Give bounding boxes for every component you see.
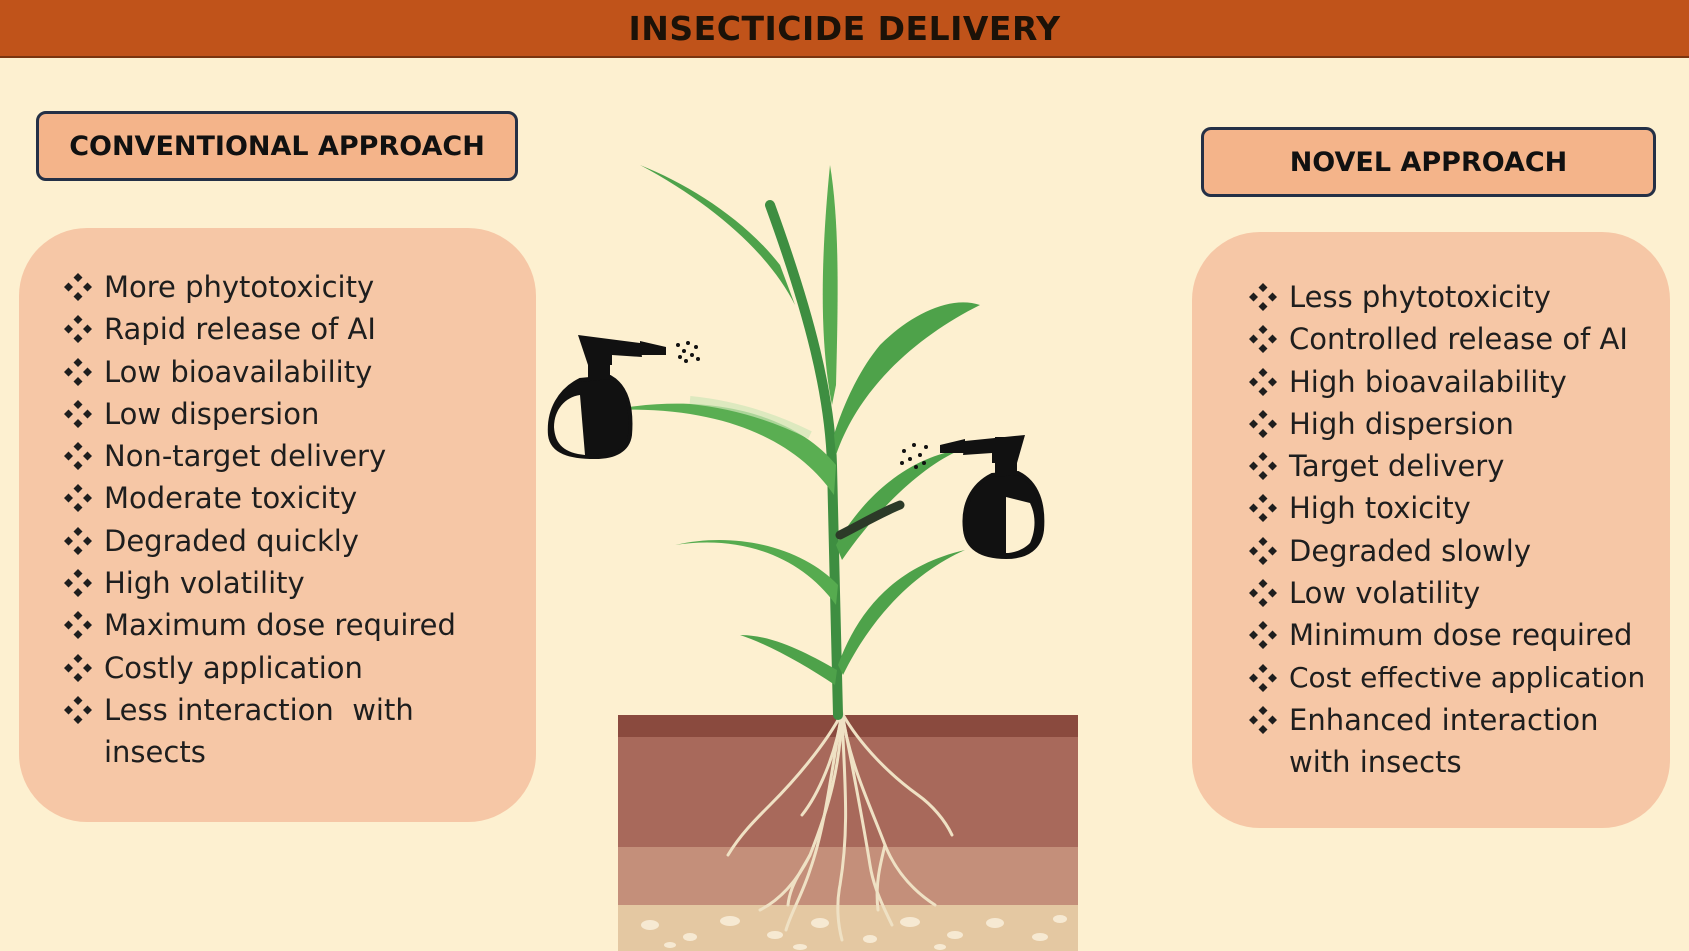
list-item-text: Non-target delivery (104, 439, 387, 474)
list-item-text: Costly application (104, 650, 363, 685)
list-item: Costly application (63, 647, 506, 689)
list-item-text: Low volatility (1289, 576, 1481, 611)
plant-leaves (610, 165, 980, 685)
four-diamond-bullet-icon (64, 569, 92, 598)
list-item: Enhanced interaction with insects (1248, 699, 1660, 784)
four-diamond-bullet-icon (1249, 367, 1277, 396)
four-diamond-bullet-icon (1249, 621, 1277, 650)
list-item-text: Minimum dose required (1289, 618, 1633, 653)
list-item: High toxicity (1248, 487, 1660, 529)
list-item-text: Degraded quickly (104, 523, 359, 558)
leaf (836, 450, 960, 560)
list-item-text: High dispersion (1289, 406, 1514, 441)
soil-layer-top (618, 715, 1078, 737)
list-item-text: Controlled release of AI (1289, 322, 1628, 357)
spray-bottle-right-icon (900, 435, 1045, 560)
four-diamond-bullet-icon (1249, 579, 1277, 608)
list-item-text: Maximum dose required (104, 608, 456, 643)
list-item-text: Less interaction with insects (104, 692, 423, 770)
four-diamond-bullet-icon (1249, 409, 1277, 438)
four-diamond-bullet-icon (64, 653, 92, 682)
four-diamond-bullet-icon (64, 399, 92, 428)
leaf (740, 635, 837, 685)
leaf (834, 302, 980, 455)
conventional-approach-header: CONVENTIONAL APPROACH (36, 111, 518, 181)
four-diamond-bullet-icon (1249, 494, 1277, 523)
plant-illustration (547, 165, 1078, 951)
list-item: Less phytotoxicity (1248, 276, 1660, 318)
four-diamond-bullet-icon (64, 526, 92, 555)
four-diamond-bullet-icon (64, 273, 92, 301)
soil-layer-upper (618, 737, 1078, 847)
soil-layers (618, 715, 1078, 951)
leaf (675, 539, 838, 605)
list-item-text: Degraded slowly (1289, 533, 1531, 568)
four-diamond-bullet-icon (1249, 705, 1277, 734)
conventional-list: More phytotoxicity Rapid release of AI L… (63, 266, 506, 774)
leaf (640, 165, 795, 305)
list-item-text: High bioavailability (1289, 364, 1567, 399)
list-item: Non-target delivery (63, 435, 506, 477)
four-diamond-bullet-icon (64, 695, 92, 724)
soil-layer-bottom (618, 905, 1078, 951)
soil-pebbles (641, 915, 1067, 950)
leaf (610, 403, 836, 495)
four-diamond-bullet-icon (1249, 452, 1277, 481)
list-item-text: High toxicity (1289, 491, 1471, 526)
list-item-text: Moderate toxicity (104, 481, 358, 516)
list-item: Low bioavailability (63, 351, 506, 393)
list-item: High volatility (63, 562, 506, 604)
four-diamond-bullet-icon (64, 611, 92, 640)
insect (835, 500, 905, 540)
spray-bottle-left-icon (547, 335, 700, 460)
four-diamond-bullet-icon (64, 442, 92, 471)
list-item: Controlled release of AI (1248, 318, 1660, 360)
list-item: Low dispersion (63, 393, 506, 435)
list-item: Rapid release of AI (63, 308, 506, 350)
list-item-text: Low dispersion (104, 396, 320, 431)
four-diamond-bullet-icon (64, 484, 92, 513)
novel-list: Less phytotoxicity Controlled release of… (1248, 276, 1660, 784)
four-diamond-bullet-icon (1249, 663, 1277, 692)
four-diamond-bullet-icon (1249, 283, 1277, 311)
list-item: More phytotoxicity (63, 266, 506, 308)
list-item-text: Low bioavailability (104, 354, 373, 389)
list-item: Target delivery (1248, 445, 1660, 487)
novel-approach-label: NOVEL APPROACH (1289, 146, 1568, 178)
list-item: Degraded slowly (1248, 530, 1660, 572)
list-item-text: High volatility (104, 566, 305, 601)
list-item: Maximum dose required (63, 604, 506, 646)
leaf (822, 165, 838, 405)
list-item: Minimum dose required (1248, 614, 1660, 656)
list-item-text: Less phytotoxicity (1289, 280, 1551, 314)
list-item-text: Enhanced interaction with insects (1289, 702, 1599, 780)
list-item: High bioavailability (1248, 361, 1660, 403)
leaf (838, 550, 965, 675)
title-bar: INSECTICIDE DELIVERY (0, 0, 1689, 58)
list-item-text: Rapid release of AI (104, 312, 376, 347)
conventional-approach-label: CONVENTIONAL APPROACH (69, 130, 485, 162)
novel-approach-panel: Less phytotoxicity Controlled release of… (1192, 232, 1670, 828)
list-item: Moderate toxicity (63, 477, 506, 519)
novel-approach-header: NOVEL APPROACH (1201, 127, 1656, 197)
conventional-approach-panel: More phytotoxicity Rapid release of AI L… (19, 228, 536, 822)
list-item: Cost effective application (1248, 657, 1660, 699)
list-item-text: Target delivery (1289, 449, 1505, 484)
four-diamond-bullet-icon (1249, 536, 1277, 565)
four-diamond-bullet-icon (1249, 325, 1277, 354)
four-diamond-bullet-icon (64, 315, 92, 344)
list-item: High dispersion (1248, 403, 1660, 445)
soil-layer-middle (618, 847, 1078, 905)
plant-roots (726, 711, 954, 942)
list-item-text: More phytotoxicity (104, 270, 375, 304)
list-item: Degraded quickly (63, 520, 506, 562)
list-item: Low volatility (1248, 572, 1660, 614)
four-diamond-bullet-icon (64, 357, 92, 386)
list-item: Less interaction with insects (63, 689, 506, 774)
leaf-stripe (689, 396, 812, 439)
page-title: INSECTICIDE DELIVERY (628, 8, 1061, 48)
list-item-text: Cost effective application (1289, 660, 1646, 694)
